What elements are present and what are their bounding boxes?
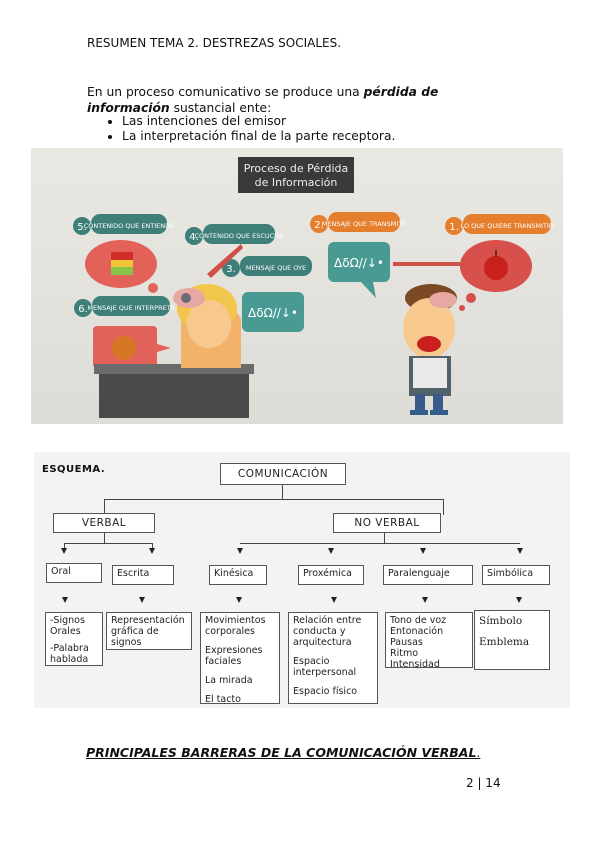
connector [64, 543, 152, 544]
step-3-banner [240, 256, 312, 276]
arrow-down-icon [420, 548, 426, 554]
step-2-banner [328, 212, 400, 232]
step-3-number: 3. [226, 264, 236, 275]
connector [240, 543, 520, 544]
arrow-down-icon [517, 548, 523, 554]
illustration-title-line2: de Información [255, 176, 338, 189]
node-proxemica: Proxémica [298, 565, 364, 585]
arrow-down-icon [328, 548, 334, 554]
connector [282, 485, 283, 499]
arrow-down-icon [236, 597, 242, 603]
step-5-banner [91, 214, 167, 234]
connector [64, 543, 65, 548]
step-4-number: 4. [189, 232, 199, 243]
arrow-down-icon [149, 548, 155, 554]
illustration-title-line1: Proceso de Pérdida [244, 162, 349, 175]
intro-text-end: sustancial ente: [169, 101, 272, 115]
node-paralenguaje: Paralenguaje [383, 565, 473, 585]
apple-icon [484, 256, 508, 280]
section-title-text: PRINCIPALES BARRERAS DE LA COMUNICACIÓN … [86, 745, 477, 760]
section-title: PRINCIPALES BARRERAS DE LA COMUNICACIÓN … [86, 745, 480, 760]
bullet-item: Las intenciones del emisor [122, 114, 395, 129]
step-2-number: 2. [314, 220, 324, 231]
step-3-label: MENSAJE QUE OYE [246, 264, 306, 272]
connector [152, 543, 153, 548]
illustration-svg: Proceso de Pérdida de Información 1. LO … [73, 157, 554, 418]
node-no-verbal: NO VERBAL [333, 513, 441, 533]
symbols-bubble-right [328, 242, 390, 282]
arrow-down-icon [422, 597, 428, 603]
node-escrita: Escrita [112, 565, 174, 585]
connector [443, 499, 444, 515]
connector [104, 533, 105, 543]
step-1-banner [463, 214, 551, 234]
intro-bullet-list: Las intenciones del emisor La interpreta… [104, 114, 395, 144]
desk [99, 370, 249, 418]
node-oral: Oral [46, 563, 102, 583]
step-5-number: 5. [77, 222, 87, 233]
intro-emphasis: pérdida de información [87, 85, 439, 115]
step-2-label: MENSAJE QUE TRANSMITE [322, 220, 407, 228]
arrow-down-icon [62, 597, 68, 603]
arrow-down-icon [139, 597, 145, 603]
step-6-number: 6. [78, 304, 88, 315]
step-1-label: LO QUE QUIERE TRANSMITIR [461, 222, 554, 230]
step-4-label: CONTENIDO QUE ESCUCHA [194, 232, 284, 240]
node-comunicacion: COMUNICACIÓN [220, 463, 346, 485]
step-5-label: CONTENIDO QUE ENTIENDE [84, 222, 175, 230]
step-4-banner [203, 224, 275, 244]
node-simbolica: Simbólica [482, 565, 550, 585]
communication-loss-illustration: Proceso de Pérdida de Información 1. LO … [31, 148, 563, 424]
document-header: RESUMEN TEMA 2. DESTREZAS SOCIALES. [87, 36, 342, 50]
node-verbal: VERBAL [53, 513, 155, 533]
illustration-title-board [238, 157, 354, 193]
symbols-bubble-left [242, 292, 304, 332]
step-6-label: MENSAJE QUE INTERPRETA [87, 304, 175, 312]
step-1-number: 1. [449, 222, 459, 233]
communication-schema: ESQUEMA. COMUNICACIÓN VERBAL NO VERBAL O… [34, 452, 570, 708]
arrow-down-icon [331, 597, 337, 603]
node-kinesica: Kinésica [209, 565, 267, 585]
step-6-banner [92, 296, 170, 316]
connector [104, 499, 105, 515]
connector [104, 499, 444, 500]
arrow-down-icon [61, 548, 67, 554]
bullet-item: La interpretación final de la parte rece… [122, 129, 395, 144]
page-number: 2 | 14 [466, 776, 501, 790]
intro-text-start: En un proceso comunicativo se produce un… [87, 85, 364, 99]
schema-title: ESQUEMA. [42, 464, 106, 475]
connector [384, 533, 385, 543]
arrow-down-icon [237, 548, 243, 554]
intro-paragraph: En un proceso comunicativo se produce un… [87, 84, 447, 116]
arrow-down-icon [516, 597, 522, 603]
section-title-period: . [476, 745, 481, 760]
symbols-text-left: ΔδΩ//↓• [248, 306, 298, 320]
symbols-text-right: ΔδΩ//↓• [334, 256, 384, 270]
